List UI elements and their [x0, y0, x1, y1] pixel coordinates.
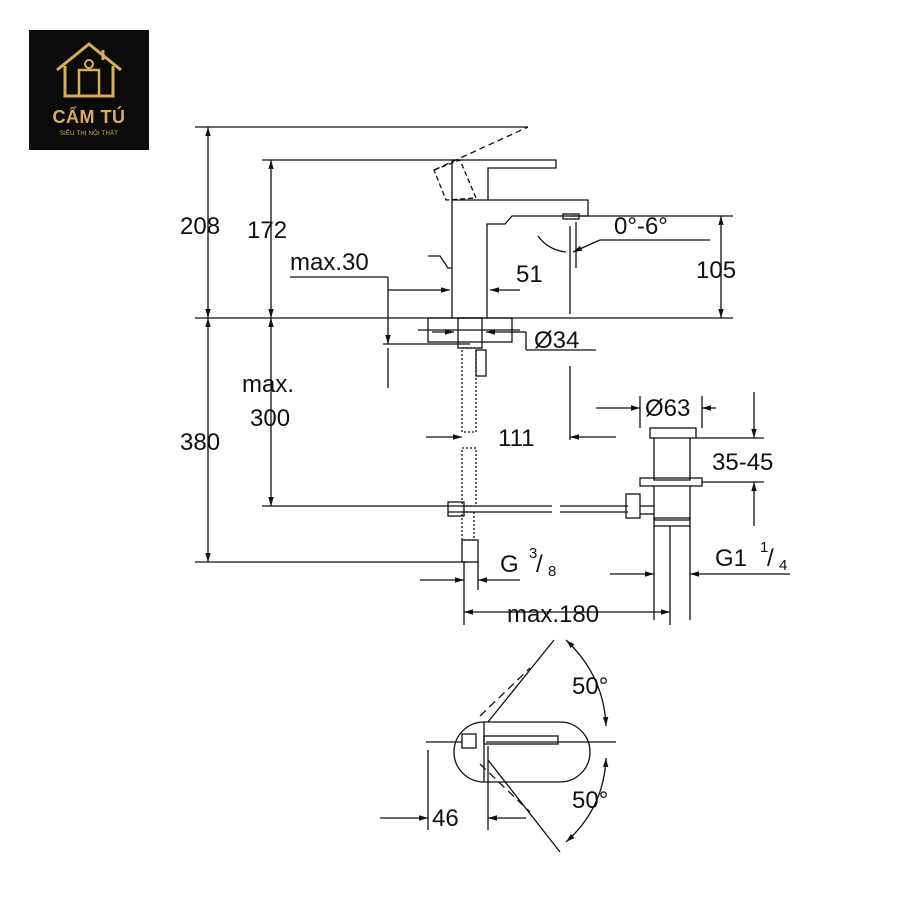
dim-waste-diameter: Ø63 — [645, 395, 690, 422]
brand-logo: CẨM TÚ SIÊU THỊ NỘI THẤT — [29, 30, 149, 150]
dim-swivel-bottom: 50° — [572, 787, 608, 814]
house-icon — [56, 42, 122, 98]
dim-waste-thread-num: 1 — [760, 539, 768, 556]
dim-handle-offset: 46 — [432, 805, 459, 832]
dim-under-max-label: max. — [242, 371, 294, 398]
dim-waste-thread-den: 4 — [779, 557, 787, 574]
dim-under-max-value: 300 — [250, 405, 290, 432]
dim-total-height: 208 — [180, 213, 220, 240]
dim-supply-thread: G — [500, 551, 519, 578]
dim-plug-range: 35-45 — [712, 449, 773, 476]
dim-swivel-top: 50° — [572, 673, 608, 700]
dim-waste-thread: G1 — [715, 545, 747, 572]
dim-tilt-angle: 0°-6° — [614, 213, 668, 240]
dim-spout-height: 172 — [247, 217, 287, 244]
dim-lever-max: max.30 — [290, 249, 369, 276]
dim-below-height: 380 — [180, 429, 220, 456]
drawing-lines — [195, 126, 790, 853]
dim-supply-thread-num: 3 — [529, 545, 537, 562]
dim-supply-thread-den: 8 — [548, 563, 556, 580]
dim-supply-offset: 111 — [498, 425, 534, 452]
svg-text:/: / — [536, 551, 543, 578]
svg-text:/: / — [767, 545, 774, 572]
dim-outlet-height: 105 — [696, 257, 736, 284]
logo-brand: CẨM TÚ — [52, 107, 126, 127]
dim-max-reach: max.180 — [507, 601, 599, 628]
dim-hole-diameter: Ø34 — [534, 327, 579, 354]
dim-spout-reach: 51 — [516, 261, 543, 288]
logo-tagline: SIÊU THỊ NỘI THẤT — [59, 131, 119, 137]
